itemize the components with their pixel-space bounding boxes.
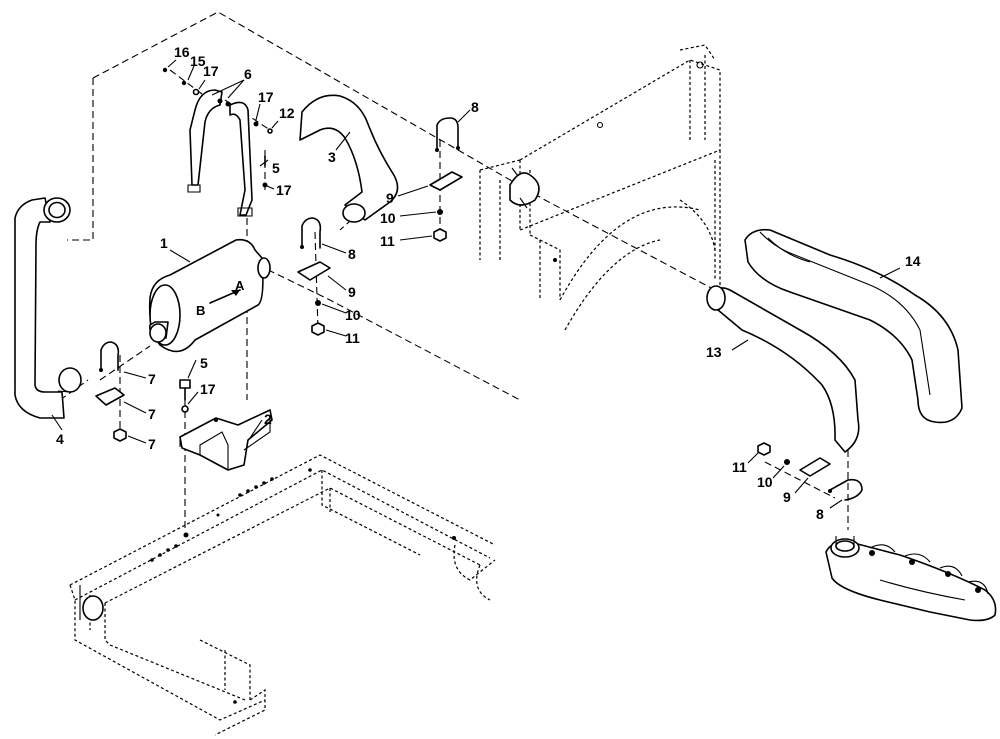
callout-17-lower-washer: 17 bbox=[200, 381, 216, 397]
callout-7-clamp: 7 bbox=[148, 406, 156, 422]
extension-pipe bbox=[706, 285, 860, 453]
callout-9-clamp-middle: 9 bbox=[348, 284, 356, 300]
tailpipe bbox=[14, 197, 82, 419]
assembly-path-lines bbox=[59, 11, 849, 530]
callout-14-heat-shield: 14 bbox=[905, 253, 921, 269]
callout-leaders bbox=[51, 59, 901, 509]
callout-16: 16 bbox=[174, 44, 190, 60]
callout-11-nut-middle: 11 bbox=[345, 330, 360, 346]
callout-3-intermediate-pipe: 3 bbox=[328, 149, 336, 165]
callout-8-u-bolt-right: 8 bbox=[816, 506, 824, 522]
callout-11-nut-right: 11 bbox=[732, 459, 747, 475]
callout-5-bolt-upper: 5 bbox=[272, 160, 280, 176]
callout-labels: 1 2 3 4 5 5 6 7 7 7 8 8 8 9 9 9 10 10 10… bbox=[56, 44, 921, 522]
callout-7-nut: 7 bbox=[148, 436, 156, 452]
callout-17-upper-washer: 17 bbox=[276, 182, 292, 198]
muffler-mount-bracket bbox=[179, 409, 273, 471]
callout-10-washer-upper: 10 bbox=[380, 210, 396, 226]
fasteners bbox=[95, 67, 863, 501]
callout-17-strap: 17 bbox=[258, 89, 274, 105]
muffler-inlet-mark: A bbox=[235, 278, 245, 293]
machine-frame bbox=[69, 454, 496, 736]
callout-6-strap: 6 bbox=[244, 66, 252, 82]
callout-2-mount-bracket: 2 bbox=[264, 411, 272, 427]
heat-shield bbox=[744, 228, 963, 424]
callout-7-u-bolt: 7 bbox=[148, 371, 156, 387]
callout-8-u-bolt-upper: 8 bbox=[471, 99, 479, 115]
callout-9-clamp-right: 9 bbox=[783, 489, 791, 505]
callout-1-muffler: 1 bbox=[160, 235, 168, 251]
callout-9-clamp-upper: 9 bbox=[386, 190, 394, 206]
muffler-straps bbox=[187, 89, 253, 217]
muffler-outlet-mark: B bbox=[196, 303, 205, 318]
exhaust-manifold bbox=[825, 536, 997, 622]
callout-4-tailpipe: 4 bbox=[56, 431, 64, 447]
callout-10-washer-middle: 10 bbox=[345, 307, 361, 323]
callout-11-nut-upper: 11 bbox=[380, 233, 395, 249]
callout-8-u-bolt-middle: 8 bbox=[348, 246, 356, 262]
muffler: B A bbox=[148, 238, 271, 353]
callout-10-washer-right: 10 bbox=[757, 474, 773, 490]
callout-13-extension-pipe: 13 bbox=[706, 344, 722, 360]
callout-5-bolt-lower: 5 bbox=[200, 355, 208, 371]
callout-17-top: 17 bbox=[203, 63, 219, 79]
engine-housing bbox=[479, 44, 721, 331]
intermediate-pipe bbox=[299, 94, 399, 223]
callout-15: 15 bbox=[190, 53, 206, 69]
callout-12: 12 bbox=[279, 105, 295, 121]
